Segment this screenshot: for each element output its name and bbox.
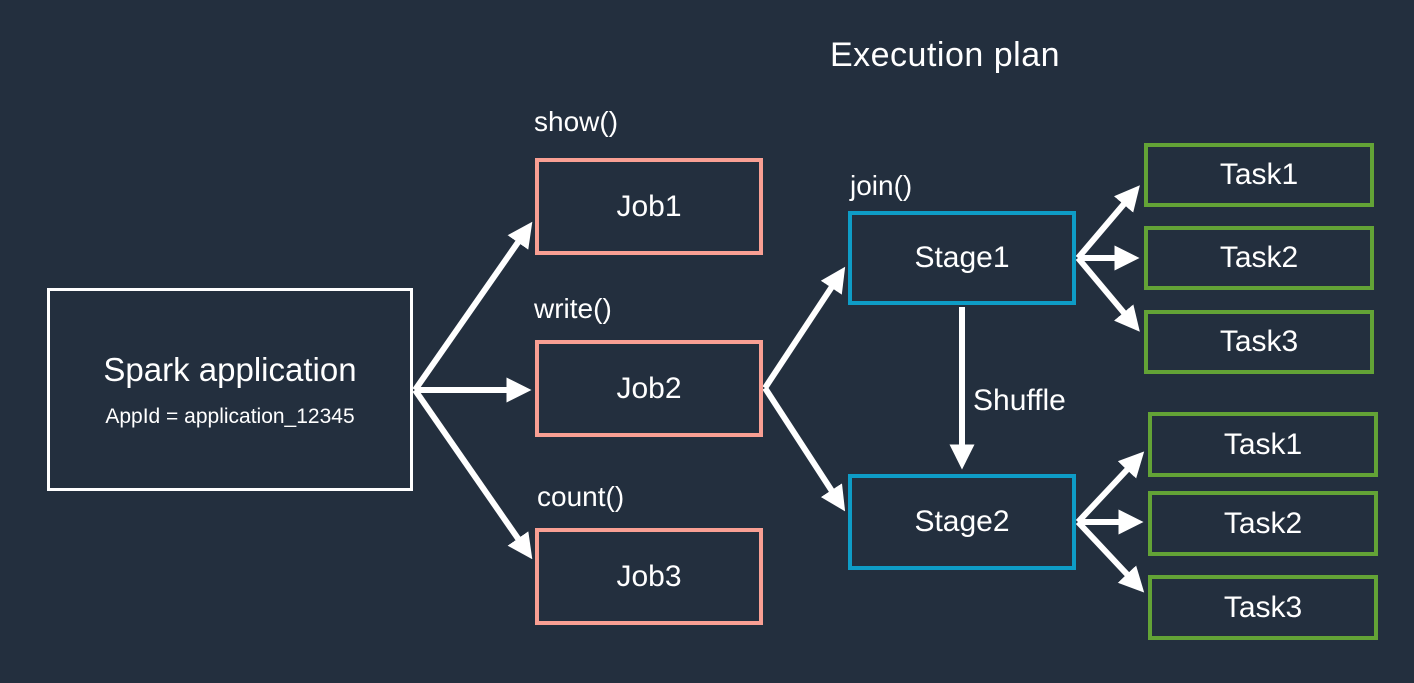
diagram-title: Execution plan — [829, 36, 1061, 74]
stage1-task1-label: Task1 — [1219, 158, 1299, 191]
stage1-task3-node: Task3 — [1144, 310, 1374, 374]
job3-label: Job3 — [616, 559, 682, 593]
stage1-task2-label: Task2 — [1219, 241, 1299, 274]
stage1-task3-label: Task3 — [1219, 325, 1299, 358]
arrow-job2-to-stage1 — [762, 266, 846, 390]
stage2-task2-label: Task2 — [1223, 506, 1303, 540]
stage1-annotation-label: join() — [850, 170, 913, 201]
arrow-stage1-to-task3 — [1075, 256, 1140, 332]
job2-label: Job2 — [616, 371, 682, 405]
arrow-stage1-to-task1 — [1075, 185, 1140, 260]
stage2-label: Stage2 — [914, 505, 1010, 538]
spark-application-node: Spark application AppId = application_12… — [47, 288, 413, 491]
job2-action-label: write() — [534, 293, 612, 324]
stage2-task3-node: Task3 — [1148, 575, 1378, 640]
stage2-task3-label: Task3 — [1223, 590, 1303, 624]
job1-node: Job1 — [535, 158, 763, 255]
application-name: Spark application — [103, 350, 357, 388]
job2-node: Job2 — [535, 340, 763, 437]
stage2-task1-node: Task1 — [1148, 412, 1378, 477]
job3-node: Job3 — [535, 528, 763, 625]
arrow-stage2-to-task3 — [1075, 519, 1145, 593]
application-id: AppId = application_12345 — [105, 404, 355, 428]
stage1-task1-node: Task1 — [1144, 143, 1374, 207]
stage2-node: Stage2 — [848, 474, 1076, 570]
arrow-stage2-to-task1 — [1075, 451, 1145, 525]
shuffle-edge-label: Shuffle — [973, 384, 1066, 417]
stage2-task2-node: Task2 — [1148, 491, 1378, 556]
stage1-node: Stage1 — [848, 211, 1076, 305]
job1-action-label: show() — [534, 106, 619, 137]
stage1-label: Stage1 — [914, 241, 1010, 274]
arrow-app-to-job3 — [412, 388, 533, 560]
job3-action-label: count() — [537, 481, 625, 512]
arrow-app-to-job1 — [412, 221, 533, 392]
stage2-task1-label: Task1 — [1223, 427, 1303, 461]
arrow-job2-to-stage2 — [762, 386, 846, 512]
stage1-task2-node: Task2 — [1144, 226, 1374, 290]
job1-label: Job1 — [616, 189, 682, 223]
